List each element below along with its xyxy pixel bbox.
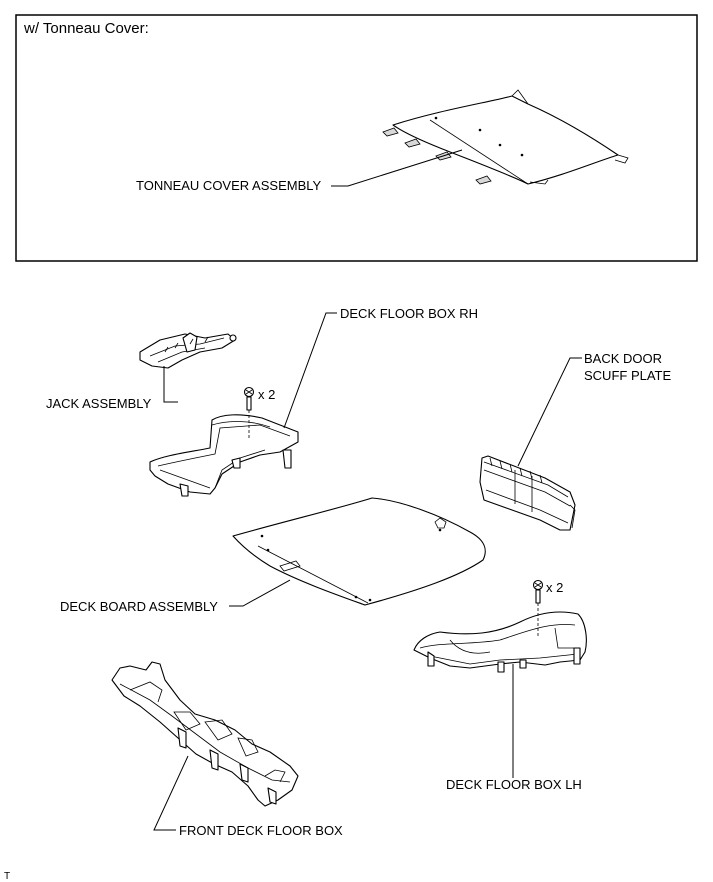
label-qty-rh: x 2 — [258, 387, 275, 402]
inset-title: w/ Tonneau Cover: — [23, 20, 149, 37]
label-qty-lh: x 2 — [546, 580, 563, 595]
front-deck-leader — [153, 755, 189, 831]
tonneau-cover-assembly — [382, 89, 629, 185]
tonneau-leader — [331, 149, 463, 187]
corner-mark: T — [4, 871, 10, 882]
tonneau-inset-box — [15, 14, 698, 262]
label-scuff-plate: SCUFF PLATE — [584, 368, 671, 383]
deck-floor-rh-leader — [283, 312, 337, 429]
bolt-lh — [532, 579, 544, 604]
label-tonneau-cover-assembly: TONNEAU COVER ASSEMBLY — [136, 178, 322, 193]
label-back-door: BACK DOOR — [584, 351, 662, 366]
label-deck-floor-box-rh: DECK FLOOR BOX RH — [340, 306, 478, 321]
label-jack-assembly: JACK ASSEMBLY — [46, 396, 152, 411]
bolt-rh — [243, 386, 255, 411]
label-deck-floor-box-lh: DECK FLOOR BOX LH — [446, 777, 582, 792]
deck-board-leader — [229, 579, 291, 607]
label-deck-board-assembly: DECK BOARD ASSEMBLY — [60, 599, 218, 614]
deck-board-assembly — [232, 497, 486, 606]
jack-leader — [163, 366, 178, 403]
scuff-plate-leader — [517, 357, 582, 467]
jack-assembly — [139, 332, 237, 369]
front-deck-floor-box — [111, 661, 299, 807]
deck-floor-box-lh — [413, 611, 587, 673]
label-front-deck-floor-box: FRONT DECK FLOOR BOX — [179, 823, 343, 838]
back-door-scuff-plate — [479, 455, 576, 531]
deck-floor-box-rh — [149, 414, 299, 497]
